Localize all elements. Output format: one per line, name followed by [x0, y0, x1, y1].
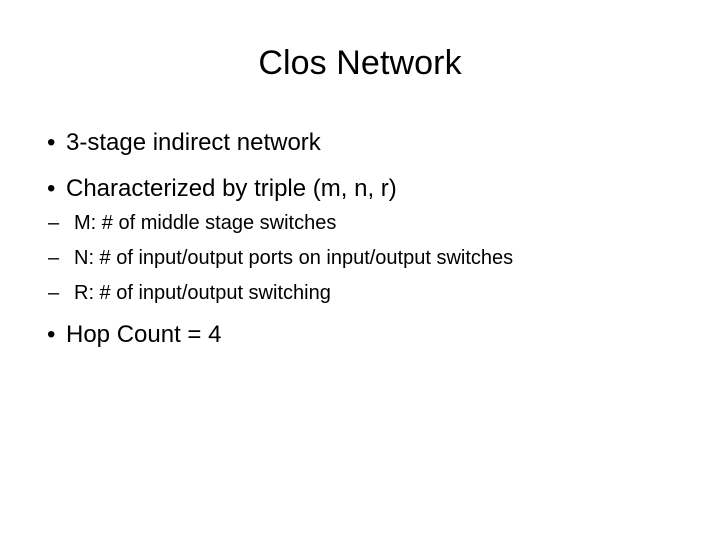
- sub-bullet-group: – M: # of middle stage switches – N: # o…: [40, 210, 640, 306]
- sub-bullet-text: N: # of input/output ports on input/outp…: [74, 247, 514, 269]
- slide-body: • 3-stage indirect network • Characteriz…: [40, 128, 640, 364]
- bullet-text: Characterized by triple (m, n, r): [66, 175, 397, 202]
- bullet-item: • Hop Count = 4: [40, 320, 640, 350]
- sub-bullet-text: M: # of middle stage switches: [74, 212, 337, 234]
- bullet-dot-icon: •: [47, 129, 56, 156]
- bullet-text: 3-stage indirect network: [66, 129, 321, 156]
- bullet-item: • Characterized by triple (m, n, r): [40, 174, 640, 204]
- dash-icon: –: [48, 282, 60, 304]
- dash-icon: –: [48, 212, 60, 234]
- sub-bullet-item: – R: # of input/output switching: [44, 280, 554, 306]
- slide-title: Clos Network: [258, 44, 462, 82]
- bullet-dot-icon: •: [47, 175, 56, 202]
- sub-bullet-text: R: # of input/output switching: [74, 282, 331, 304]
- bullet-dot-icon: •: [47, 321, 56, 348]
- sub-bullet-item: – N: # of input/output ports on input/ou…: [44, 245, 554, 271]
- sub-bullet-item: – M: # of middle stage switches: [44, 210, 554, 236]
- bullet-text: Hop Count = 4: [66, 321, 222, 348]
- dash-icon: –: [48, 247, 60, 269]
- bullet-list: • 3-stage indirect network • Characteriz…: [40, 128, 640, 350]
- sub-bullet-list: – M: # of middle stage switches – N: # o…: [44, 210, 554, 306]
- bullet-item: • 3-stage indirect network: [40, 128, 640, 158]
